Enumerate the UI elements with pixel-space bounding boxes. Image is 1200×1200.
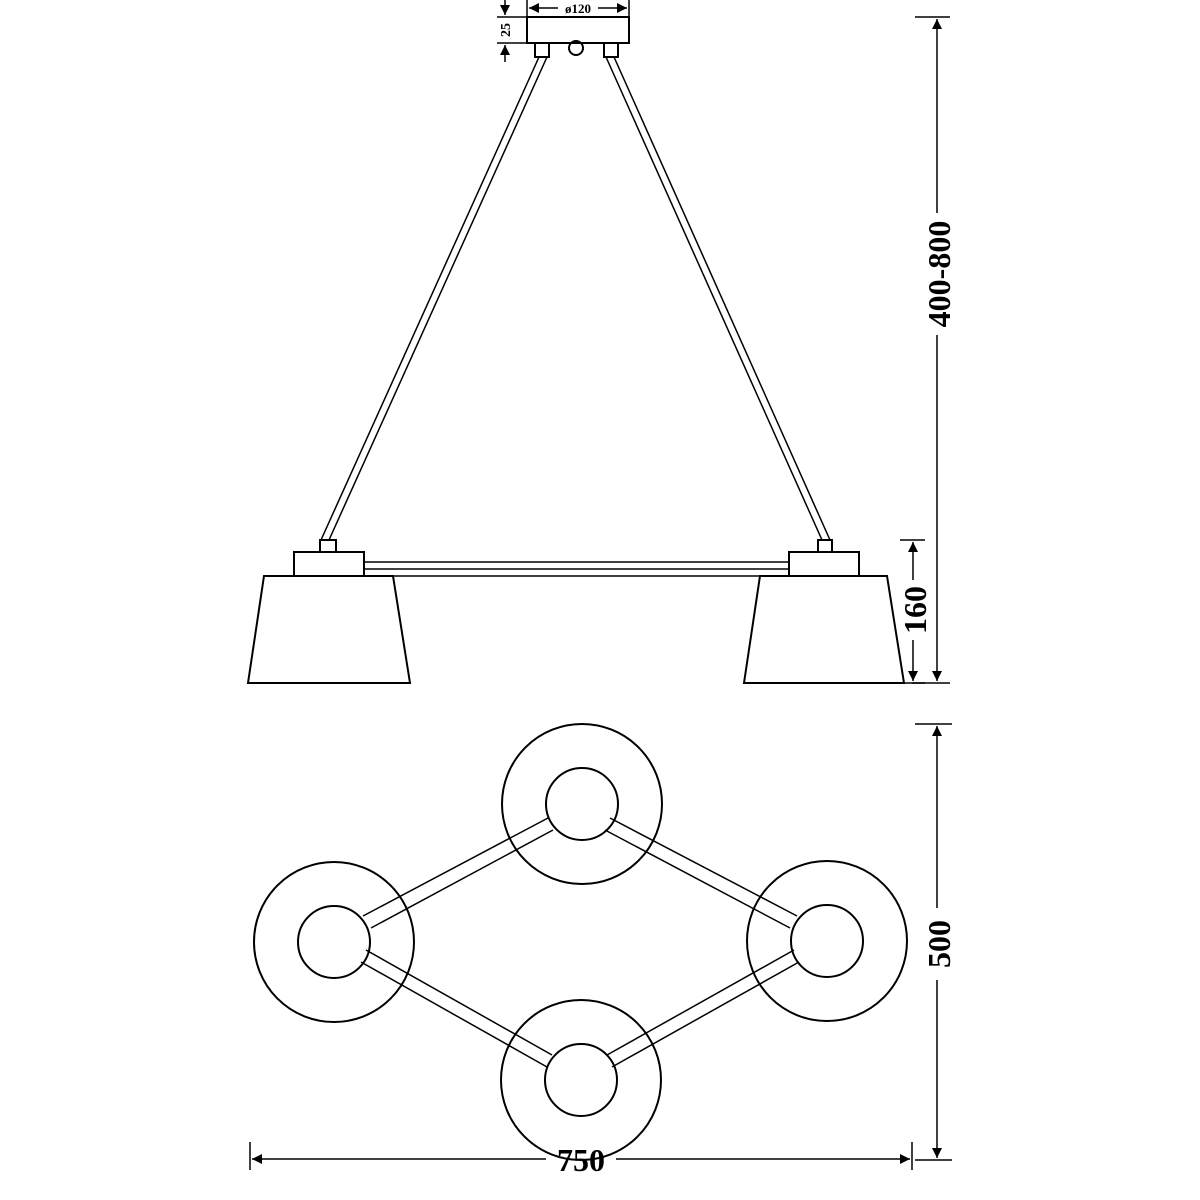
- side-elevation: [246, 16, 906, 684]
- canopy-screw: [568, 40, 584, 56]
- dimension-suspension-height: 400-800: [912, 16, 957, 684]
- connecting-bar: [364, 561, 789, 577]
- shade-outer-right: [746, 860, 908, 1022]
- arm-top-right: [604, 817, 798, 929]
- canopy-height-label: 25: [499, 23, 514, 37]
- wire-connector-right: [817, 539, 833, 553]
- shade-outer-left: [253, 861, 415, 1023]
- wire-connector-left: [319, 539, 337, 553]
- lamp-shade-right: [742, 575, 906, 684]
- plan-depth-label: 500: [921, 920, 957, 968]
- canopy-clip-left: [534, 42, 550, 58]
- dimension-plan-depth: 500: [915, 723, 957, 1161]
- shade-height-label: 160: [897, 586, 933, 634]
- shade-outer-bottom: [500, 999, 662, 1161]
- lamp-top: [501, 723, 663, 885]
- suspension-wire-right: [605, 56, 831, 541]
- holder-bottom: [544, 1043, 618, 1117]
- arm-bottom-left: [360, 949, 553, 1068]
- arm-top-left: [362, 817, 554, 929]
- dimension-canopy-diameter: ø120: [526, 0, 630, 17]
- overall-width-label: 750: [557, 1142, 605, 1178]
- arm-bottom-right: [606, 949, 800, 1068]
- lamp-bottom: [500, 999, 662, 1161]
- lamp-holder-left: [293, 551, 365, 577]
- canopy-diameter-label: ø120: [565, 1, 591, 16]
- holder-top: [545, 767, 619, 841]
- lamp-right: [746, 860, 908, 1022]
- canopy-clip-right: [603, 42, 619, 58]
- ceiling-canopy: [526, 16, 630, 44]
- lamp-holder-right: [788, 551, 860, 577]
- dimension-shade-height: 160: [897, 539, 933, 684]
- suspension-wire-left: [320, 56, 548, 541]
- dimension-canopy-height: 25: [497, 0, 527, 62]
- dimension-overall-width: 750: [249, 1142, 913, 1178]
- lamp-shade-left: [246, 575, 412, 684]
- shade-outer-top: [501, 723, 663, 885]
- plan-view: [253, 723, 908, 1161]
- holder-right: [790, 904, 864, 978]
- holder-left: [297, 905, 371, 979]
- lamp-left: [253, 861, 415, 1023]
- suspension-height-label: 400-800: [921, 221, 957, 328]
